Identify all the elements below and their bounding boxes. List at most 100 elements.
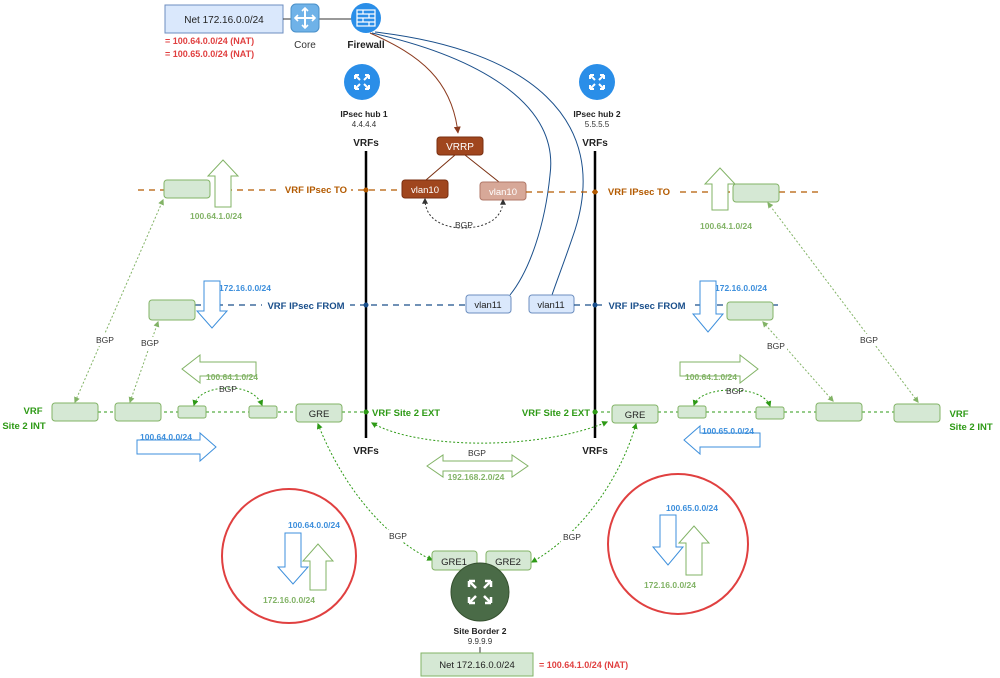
left-from-box [148,299,196,321]
hub1-ext-port [363,409,369,415]
left-bgp-inner-bg [139,337,161,349]
left-int-box-4 [248,405,278,419]
site-gre1-label: GRE1 [441,557,467,568]
site-gre2-label: GRE2 [495,557,521,568]
vlan10-b-label: vlan10 [489,187,517,198]
vrf-to-left-bg [281,183,351,196]
firewall-vlan11-left-link [371,32,552,296]
left-mid-arrow [181,353,257,385]
left-circle [221,488,357,624]
right-route-to: 100.64.1.0/24 [700,221,752,231]
left-from-arrow [195,280,229,329]
right-to-box [732,183,780,203]
left-circle-bottom: 172.16.0.0/24 [263,595,315,605]
right-route-from: 172.16.0.0/24 [715,283,767,293]
site-border-router-icon [450,562,510,622]
right-bgp-inner-bg [765,340,787,352]
firewall-label: Firewall [347,40,384,51]
middle-bgp-right-bg [561,531,583,543]
right-int-box-3 [815,402,863,422]
left-circle-up-arrow [301,543,335,591]
hub1-from-port [363,302,369,308]
site-gre2-box [485,550,532,571]
net-top-box [164,4,284,34]
vlan10-bgp-link [422,197,506,229]
gre-right-site-bgp-link [530,422,638,563]
right-mid-arrow [679,353,759,385]
site-border-name: Site Border 2 [454,626,507,636]
left-route-mid: 100.64.1.0/24 [206,372,258,382]
vrf-ipsec-to-right-label: VRF IPsec TO [608,187,670,198]
vrf-site2-int-right-label-1: VRF [950,409,969,420]
vrf-from-right-bg [603,298,691,311]
gre-left-site-bgp-link [316,422,434,561]
router-hub2-icon [579,64,615,100]
middle-bgp-left-bg [387,530,409,542]
hub2-vrfs-top: VRFs [582,138,608,149]
hub2-ext-port [592,409,598,415]
right-bgp-outer-bg [858,334,880,346]
router-hub1-icon [344,64,380,100]
vlan11-a-box [465,294,512,314]
nat-line-2: = 100.65.0.0/24 (NAT) [165,49,254,59]
vrf-site2-ext-right-label: VRF Site 2 EXT [522,408,590,419]
site-nat-label: = 100.64.1.0/24 (NAT) [539,660,628,670]
middle-bgp-right: BGP [563,532,581,542]
hub2-name: IPsec hub 2 [573,109,621,119]
left-bottom-arrow [136,431,217,463]
left-to-arrow [206,159,240,208]
vrf-site2-int-left-label-1: VRF [24,406,43,417]
left-bgp-outer-bg [94,334,116,346]
left-route-to: 100.64.1.0/24 [190,211,242,221]
hub1-name: IPsec hub 1 [340,109,388,119]
left-route-bottom: 100.64.0.0/24 [140,432,192,442]
right-circle [607,473,749,615]
left-int-box-3 [177,405,207,419]
left-bgp-outer: BGP [96,335,114,345]
right-bottom-arrow [683,424,761,456]
right-int-box-2 [755,406,785,420]
right-bgp-small: BGP [726,386,744,396]
hub2-ip: 5.5.5.5 [585,120,610,129]
vrf-to-right-bg [603,185,675,198]
left-bgp-inner-link [128,320,160,404]
nat-line-1: = 100.64.0.0/24 (NAT) [165,36,254,46]
vrf-from-left-bg [262,298,350,311]
core-switch-icon [290,3,320,33]
right-bgp-inner-link [762,321,834,402]
left-int-box-2 [114,402,162,422]
vlan11-a-label: vlan11 [474,300,501,311]
site-gre1-box [431,550,478,571]
hub2-to-port [592,189,598,195]
left-to-box [163,179,211,199]
right-to-arrow [703,167,737,211]
right-bgp-inner: BGP [767,341,785,351]
vrrp-vlan10b-link [464,154,500,183]
vlan10-a-label: vlan10 [411,185,439,196]
left-gre-label: GRE [309,409,330,420]
vlan11-b-box [528,294,575,314]
vrf-ipsec-to-left-label: VRF IPsec TO [285,185,347,196]
hub1-vrfs-top: VRFs [353,138,379,149]
right-bgp-outer: BGP [860,335,878,345]
right-circle-down-arrow [651,514,685,566]
firewall-icon [351,3,381,33]
middle-bgp-gre: BGP [468,448,486,458]
left-bgp-inner: BGP [141,338,159,348]
hub2-from-port [592,302,598,308]
middle-bgp-left: BGP [389,531,407,541]
right-int-box-4 [893,403,941,423]
right-int-box-1 [677,405,707,419]
vrf-site2-int-right-label-2: Site 2 INT [949,422,992,433]
vlan11-b-label: vlan11 [537,300,564,311]
firewall-vrrp-link [369,32,461,134]
right-circle-top: 100.65.0.0/24 [666,503,718,513]
right-gre-label: GRE [625,410,646,421]
site-net-label: Net 172.16.0.0/24 [439,660,515,671]
right-route-mid: 100.64.1.0/24 [685,372,737,382]
left-bgp-small: BGP [219,384,237,394]
left-route-from: 172.16.0.0/24 [219,283,271,293]
right-from-box [726,301,774,321]
left-circle-down-arrow [276,532,310,585]
